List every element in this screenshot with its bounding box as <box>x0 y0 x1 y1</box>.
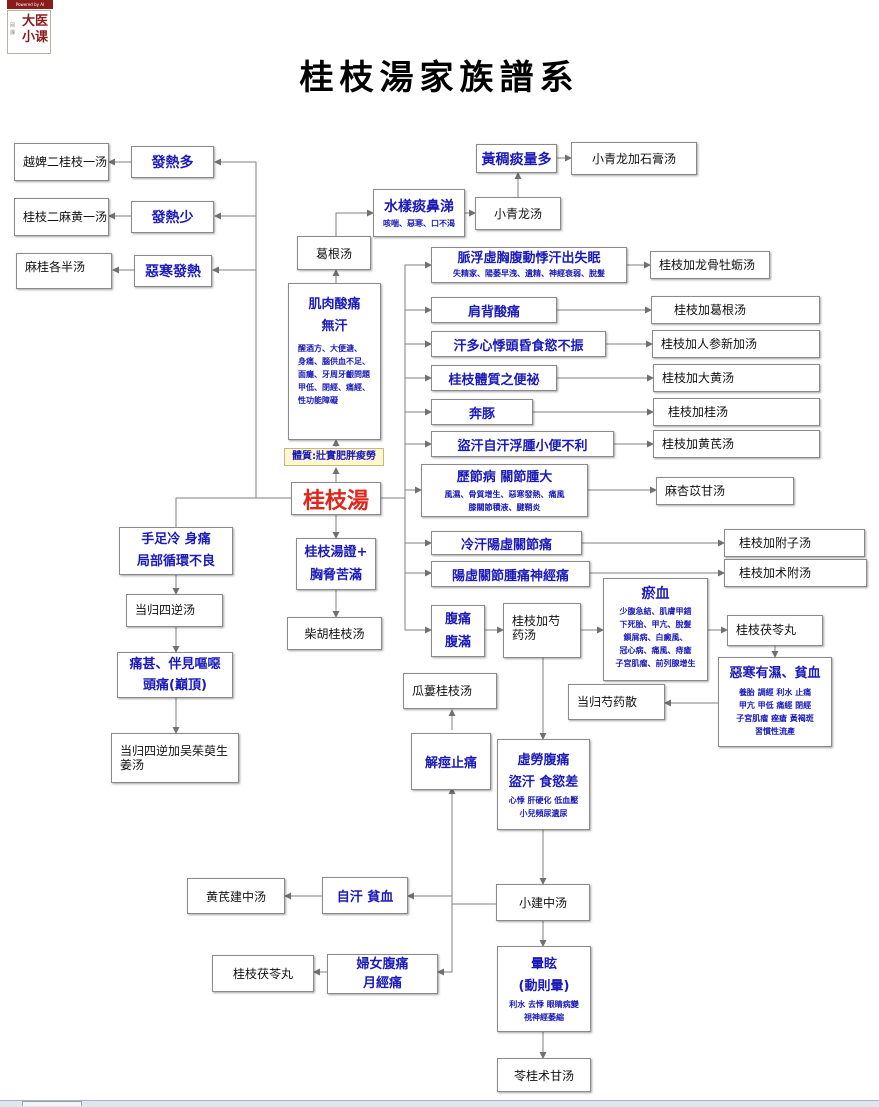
symptom-dizziness: 暈眩 (動則暈) 利水 去悸 眼睛病變 視神經萎縮 <box>497 946 591 1032</box>
symptom-women-abdominal-pain: 婦女腹痛 月經痛 <box>327 954 438 994</box>
symptom-bentun: 奔豚 <box>431 399 533 425</box>
formula-maxing-yigan: 麻杏苡甘汤 <box>656 477 794 505</box>
formula-chaihu-guizhi: 柴胡桂枝汤 <box>287 617 382 650</box>
formula-guizhi-fuzi: 桂枝加附子汤 <box>724 529 865 557</box>
page-title: 桂枝湯家族譜系 <box>299 58 580 98</box>
formula-xiaoqinglong: 小青龙汤 <box>475 197 561 230</box>
formula-danggui-shaoyao: 当归芍药散 <box>568 684 665 720</box>
symptom-cold-sweat-joint-pain: 冷汗陽虛關節痛 <box>431 531 582 555</box>
symptom-water-phlegm: 水樣痰鼻涕 咳喘、惡寒、口不渴 <box>373 189 465 237</box>
powered-by-banner: Powered by AI <box>7 0 53 9</box>
formula-guizhi-fuling-2: 桂枝茯苓丸 <box>212 955 314 992</box>
taskbar-button[interactable] <box>22 1101 82 1106</box>
symptom-severe-pain: 痛甚、伴見嘔噁 頭痛(巔頂) <box>117 652 233 698</box>
symptom-abdominal-pain: 腹痛 腹滿 <box>431 605 485 657</box>
formula-guizhi-er-mahuang-yi: 桂枝二麻黄一汤 <box>14 198 109 236</box>
muscle-detail-2: 身痛、腦供血不足、 <box>298 357 370 366</box>
formula-guizhi-fuling: 桂枝茯苓丸 <box>727 615 823 646</box>
muscle-detail-4: 甲低、閉經、痛經、 <box>298 383 370 392</box>
formula-guizhi-shaoyao: 桂枝加芍药汤 <box>503 603 581 658</box>
constitution-tag: 體質:壯實肥胖痠勞 <box>284 448 384 466</box>
formula-guizhi-longgu-muli: 桂枝加龙骨牡蛎汤 <box>650 251 770 279</box>
formula-danggui-sini: 当归四逆汤 <box>126 594 223 627</box>
muscle-detail-3: 面癱、牙周牙齦問題 <box>298 370 370 379</box>
symptom-aversion-damp-anemia: 惡寒有濕、貧血 養胎 調經 利水 止痛 甲亢 甲低 痛經 閉經 子宮肌瘤 痤瘡 … <box>718 657 832 747</box>
symptom-shoulder-back-pain: 肩背酸痛 <box>431 297 557 323</box>
symptom-spontaneous-sweat-anemia: 自汗 貧血 <box>322 877 408 914</box>
formula-xiaoqinglong-gypsum: 小青龙加石膏汤 <box>571 142 697 175</box>
symptom-blood-stasis: 瘀血 少腹急結、肌膚甲錯 下死胎、甲亢、脫髮 鎖屑病、白癜風、 冠心病、痛風、痔… <box>603 578 708 681</box>
symptom-deficiency-abdominal-pain: 虛勞腹痛 盜汗 食慾差 心悸 肝硬化 低血壓 小兒頻尿遺尿 <box>497 739 590 830</box>
formula-linggui-zhugan: 苓桂术甘汤 <box>497 1058 591 1092</box>
logo-text: 大医 小课 <box>22 14 49 45</box>
logo-small-text: 网課 <box>10 23 16 36</box>
muscle-detail-1: 醒酒方、大便溏、 <box>298 344 362 353</box>
symptom-aversion-cold: 惡寒發熱 <box>134 255 212 287</box>
formula-yuebi-er-guizhi-yi: 越婢二桂枝一汤 <box>14 143 109 181</box>
symptom-yellow-phlegm: 黃稠痰量多 <box>476 144 557 173</box>
formula-danggui-sini-wuzhuyu-shengjiang: 当归四逆加吴茱萸生姜汤 <box>111 733 239 783</box>
symptom-night-sweats-edema: 盜汗自汗浮腫小便不利 <box>431 431 614 457</box>
formula-guizhi-jiagui: 桂枝加桂汤 <box>653 398 820 426</box>
logo: 网課 大医 小课 <box>7 10 51 54</box>
symptom-antispasm: 解痙止痛 <box>411 733 491 790</box>
formula-gegen: 葛根汤 <box>297 236 371 270</box>
symptom-floating-pulse: 脈浮虛胸腹動悸汗出失眠 失精家、陽萎早洩、遺精、神經衰弱、脫髮 <box>431 247 627 283</box>
symptom-constipation: 桂枝體質之便祕 <box>431 365 557 391</box>
formula-gualou-guizhi: 瓜蔞桂枝汤 <box>403 673 497 709</box>
symptom-chest-fullness: 桂枝湯證+ 胸脅苦滿 <box>296 538 376 590</box>
symptom-cold-limbs: 手足冷 身痛 局部循環不良 <box>119 527 233 575</box>
formula-guizhi-huangqi: 桂枝加黄芪汤 <box>653 430 820 458</box>
symptom-sweating-palpitation: 汗多心悸頭昏食慾不振 <box>431 331 606 357</box>
formula-guizhi-renshen-xinjia: 桂枝加人参新加汤 <box>652 330 820 358</box>
muscle-detail-5: 性功能障礙 <box>298 396 338 405</box>
symptom-joint-disease: 歷節病 關節腫大 風濕、骨質增生、惡寒發熱、痛風 膝關節積液、腱鞘炎 <box>421 464 588 517</box>
formula-magui-geban: 麻桂各半汤 <box>16 253 112 289</box>
formula-guizhi-zhufu: 桂枝加术附汤 <box>724 559 867 587</box>
formula-guizhi-dahuang: 桂枝加大黄汤 <box>653 364 820 392</box>
formula-guizhi-gegen: 桂枝加葛根汤 <box>651 296 820 324</box>
main-formula-guizhi-tang: 桂枝湯 <box>291 482 381 515</box>
formula-xiaojianzhong: 小建中汤 <box>496 884 590 921</box>
symptom-fever-few: 發熱少 <box>131 201 214 233</box>
taskbar <box>0 1100 879 1107</box>
symptom-muscle-pain: 肌肉酸痛 無汗 醒酒方、大便溏、 身痛、腦供血不足、 面癱、牙周牙齦問題 甲低、… <box>288 283 381 440</box>
symptom-fever-many: 發熱多 <box>131 146 214 178</box>
symptom-yang-deficiency-swelling: 陽虛關節腫痛神經痛 <box>431 561 590 587</box>
formula-huangqi-jianzhong: 黄芪建中汤 <box>187 878 285 914</box>
